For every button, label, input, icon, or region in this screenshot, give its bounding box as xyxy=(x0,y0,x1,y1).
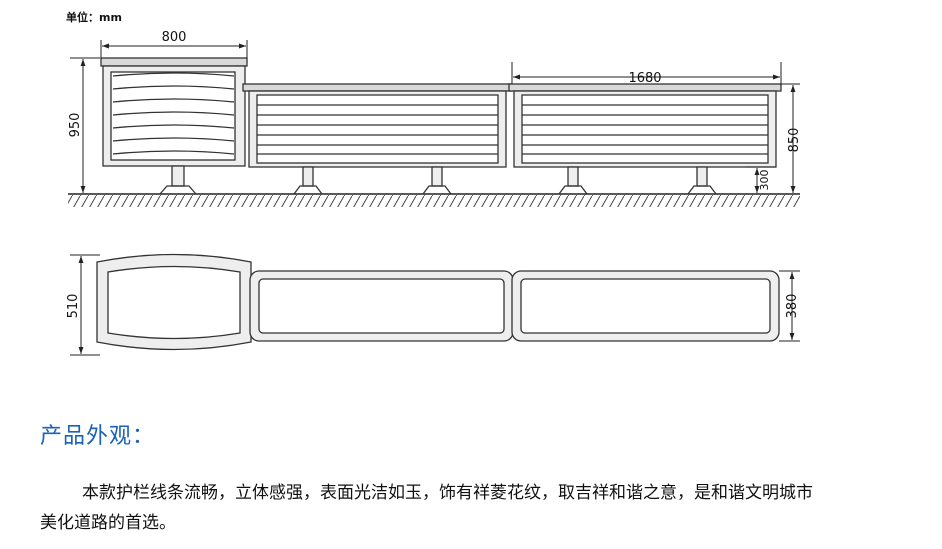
dim-rail-depth xyxy=(779,270,800,342)
dim-rail-height-label: 850 xyxy=(787,128,802,153)
seat-block-elevation xyxy=(100,57,248,195)
dim-rail-length xyxy=(511,62,782,84)
product-description: 本款护栏线条流畅，立体感强，表面光洁如玉，饰有祥菱花纹，取吉祥和谐之意，是和谐文… xyxy=(40,483,813,533)
unit-label: 单位：mm xyxy=(66,11,122,24)
dim-seat-width-label: 800 xyxy=(162,30,187,45)
rail-panel-2-plan xyxy=(511,270,780,342)
dim-seat-depth xyxy=(70,254,100,356)
seat-block-plan xyxy=(96,253,252,351)
dim-seat-width xyxy=(100,40,248,58)
dim-rail-length-label: 1680 xyxy=(628,71,661,86)
technical-drawing: 800 950 1680 850 300 510 xyxy=(66,30,802,356)
dim-seat-depth-label: 510 xyxy=(66,294,81,319)
rail-panel-1-plan xyxy=(249,270,514,342)
dim-post-height xyxy=(745,166,776,193)
rail-panel-2-elevation xyxy=(508,83,782,195)
section-title: 产品外观： xyxy=(40,424,156,449)
dim-rail-depth-label: 380 xyxy=(785,294,800,319)
dim-seat-height-label: 950 xyxy=(68,113,83,138)
rail-panel-1-elevation xyxy=(242,83,513,195)
dim-seat-height xyxy=(70,57,100,193)
dim-post-height-label: 300 xyxy=(758,170,771,191)
ground xyxy=(68,193,800,207)
dim-rail-height xyxy=(781,83,800,193)
